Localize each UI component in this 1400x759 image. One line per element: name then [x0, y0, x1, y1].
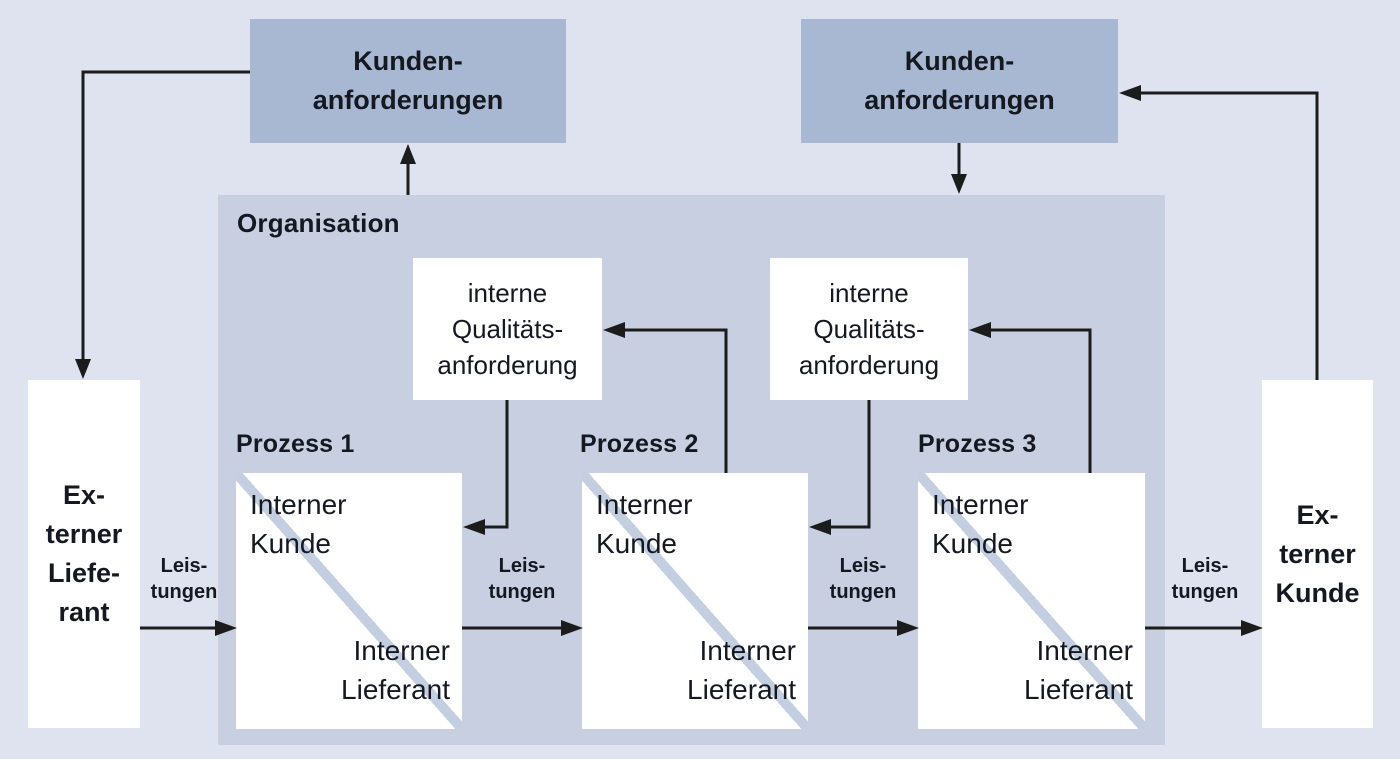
text-line: Interner	[1036, 635, 1134, 666]
customer-requirements-left-box: Kunden- anforderungen	[250, 19, 566, 143]
text-line: Kunde	[932, 528, 1013, 559]
text-line: Liefe-	[47, 558, 120, 588]
customer-requirements-right-box: Kunden- anforderungen	[801, 19, 1118, 143]
internal-quality-right-box: interne Qualitäts- anforderung	[770, 258, 968, 400]
text-line: Qualitäts-	[813, 314, 925, 344]
internal-quality-right-text: interne Qualitäts- anforderung	[799, 275, 939, 383]
text-line: tungen	[829, 581, 897, 603]
leistungen-label-3: Leis- tungen	[830, 553, 897, 605]
arrow-customer-requirements-right-to-organisation	[951, 143, 967, 194]
text-line: Ex-	[62, 480, 106, 510]
text-line: Kunde	[250, 528, 331, 559]
text-line: Kunden-	[353, 46, 463, 76]
process-2-internal-customer-label: Interner Kunde	[596, 485, 693, 563]
text-line: Ex-	[1296, 499, 1339, 530]
process-3-box: Interner Kunde Interner Lieferant	[918, 473, 1145, 729]
arrow-organisation-to-customer-requirements-left	[400, 144, 416, 195]
internal-quality-left-text: interne Qualitäts- anforderung	[437, 275, 577, 383]
text-line: interne	[467, 278, 548, 308]
process-3-title: Prozess 3	[918, 430, 1037, 458]
text-line: anforderung	[798, 350, 940, 380]
text-line: tungen	[1171, 581, 1239, 603]
text-line: terner	[45, 519, 123, 549]
process-1-title: Prozess 1	[236, 430, 355, 458]
text-line: rant	[58, 597, 110, 627]
text-line: Leis-	[1181, 555, 1229, 577]
text-line: interne	[829, 278, 909, 308]
text-line: Leis-	[160, 555, 208, 577]
process-2-title: Prozess 2	[580, 430, 699, 458]
text-line: Lieferant	[1024, 674, 1133, 705]
external-customer-box: Ex- terner Kunde	[1262, 380, 1373, 728]
text-line: Kunde	[1275, 577, 1360, 608]
organisation-label: Organisation	[237, 208, 400, 238]
text-line: Lieferant	[341, 674, 450, 705]
external-supplier-box: Ex- terner Liefe- rant	[28, 380, 140, 728]
text-line: tungen	[488, 581, 556, 603]
text-line: Interner	[596, 489, 693, 520]
internal-quality-left-box: interne Qualitäts- anforderung	[413, 258, 602, 400]
text-line: anforderung	[437, 350, 578, 380]
text-line: Interner	[699, 635, 797, 666]
text-line: Lieferant	[687, 674, 796, 705]
text-line: terner	[1279, 538, 1356, 569]
process-1-internal-supplier-label: Interner Lieferant	[341, 631, 450, 709]
leistungen-label-4: Leis- tungen	[1172, 553, 1239, 605]
text-line: anforderungen	[312, 85, 504, 115]
process-3-internal-supplier-label: Interner Lieferant	[1024, 631, 1133, 709]
text-line: Interner	[932, 489, 1029, 520]
text-line: Kunde	[596, 528, 677, 559]
leistungen-label-2: Leis- tungen	[489, 553, 556, 605]
process-2-internal-supplier-label: Interner Lieferant	[687, 631, 796, 709]
text-line: anforderungen	[864, 85, 1055, 115]
process-2-box: Interner Kunde Interner Lieferant	[582, 473, 808, 729]
customer-requirements-left-text: Kunden- anforderungen	[313, 42, 504, 120]
text-line: Qualitäts-	[451, 314, 564, 344]
text-line: Interner	[353, 635, 451, 666]
text-line: Kunden-	[904, 46, 1015, 76]
process-1-internal-customer-label: Interner Kunde	[250, 485, 347, 563]
process-3-internal-customer-label: Interner Kunde	[932, 485, 1029, 563]
text-line: tungen	[150, 581, 218, 603]
process-1-box: Interner Kunde Interner Lieferant	[236, 473, 462, 729]
text-line: Leis-	[498, 555, 546, 577]
text-line: Interner	[250, 489, 347, 520]
leistungen-label-1: Leis- tungen	[151, 553, 218, 605]
customer-requirements-right-text: Kunden- anforderungen	[864, 42, 1055, 120]
text-line: Leis-	[839, 555, 887, 577]
